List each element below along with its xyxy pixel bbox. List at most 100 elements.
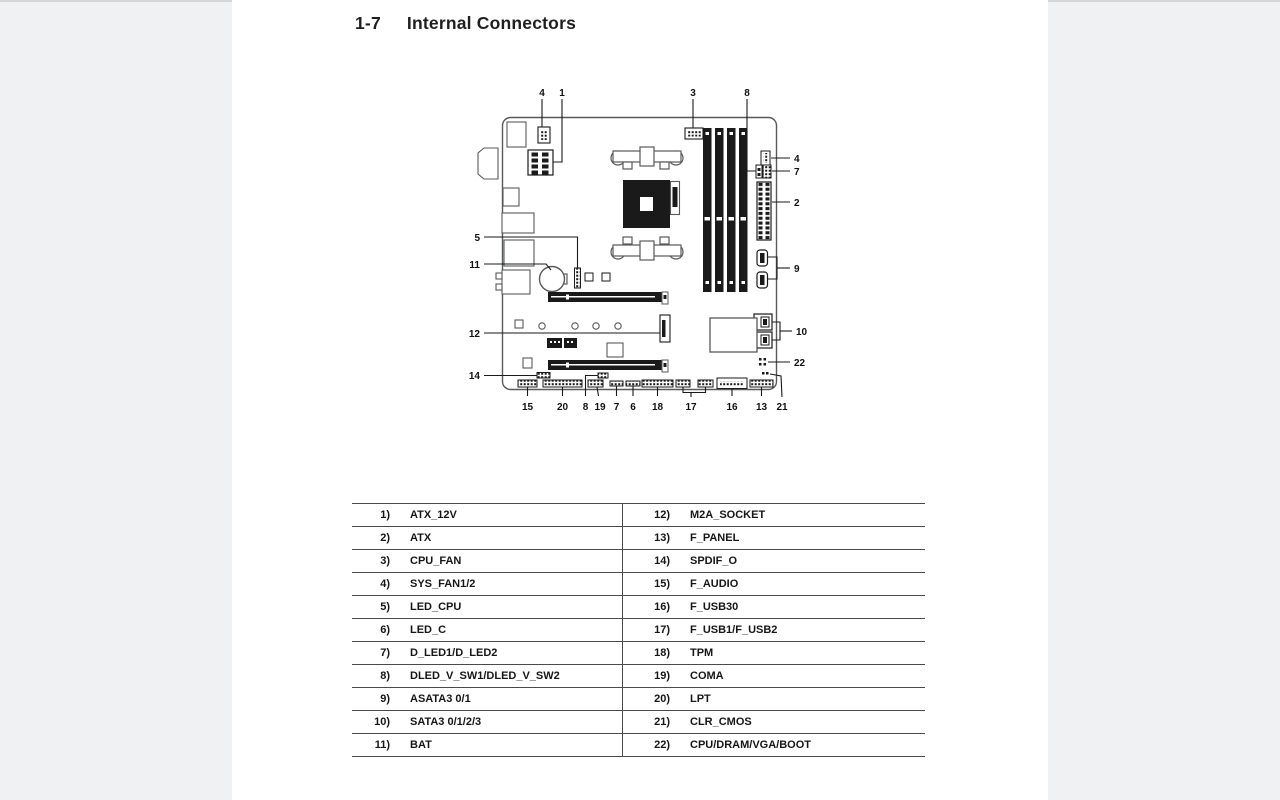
connector-name: LED_C xyxy=(410,624,447,636)
connector-number: 9) xyxy=(380,693,390,705)
clr-cmos-jumper xyxy=(762,372,769,375)
f-panel-header xyxy=(749,379,774,388)
cpu-socket xyxy=(623,180,681,228)
sata3-connectors xyxy=(753,313,773,349)
pcie-slot-1 xyxy=(548,291,669,305)
connector-number: 11) xyxy=(374,739,390,751)
table-row: 8) DLED_V_SW1/DLED_V_SW2 19) COMA xyxy=(352,664,925,687)
m2-standoff-holes xyxy=(514,319,622,330)
d-led-header xyxy=(762,164,772,179)
dled-v-sw-jumper xyxy=(597,372,609,379)
connector-name: LPT xyxy=(690,693,711,705)
connector-number: 18) xyxy=(654,647,670,659)
connector-number: 15) xyxy=(654,578,670,590)
table-row: 3) CPU_FAN 14) SPDIF_O xyxy=(352,549,925,572)
spdif-o-header xyxy=(536,372,551,379)
atx-12v-connector xyxy=(527,149,554,176)
audio-ports xyxy=(501,269,531,295)
connector-name: CPU_FAN xyxy=(410,555,462,567)
connector-number: 1) xyxy=(380,509,390,521)
callout-label: 8 xyxy=(744,88,750,99)
motherboard-diagram-svg: 4 1 3 8 4 7 2 9 10 22 5 11 12 14 15 20 8… xyxy=(469,88,808,413)
callout-label: 14 xyxy=(469,371,481,382)
connector-name: BAT xyxy=(410,739,432,751)
audio-chip xyxy=(522,357,533,369)
callout-label: 2 xyxy=(794,198,800,209)
callout-label: 9 xyxy=(794,264,800,275)
connector-name: CLR_CMOS xyxy=(690,716,752,728)
callout-label: 21 xyxy=(776,402,788,413)
callout-labels: 4 1 3 8 4 7 2 9 10 22 5 11 12 14 15 20 8… xyxy=(469,88,808,413)
connector-number: 13) xyxy=(654,532,670,544)
callout-label: 18 xyxy=(652,402,664,413)
connector-name: DLED_V_SW1/DLED_V_SW2 xyxy=(410,670,560,682)
m2-socket xyxy=(659,314,671,343)
callout-label: 15 xyxy=(522,402,534,413)
pcie-slot-2 xyxy=(548,359,669,373)
table-row: 5) LED_CPU 16) F_USB30 xyxy=(352,595,925,618)
connector-number: 22) xyxy=(654,739,670,751)
f-usb2-header xyxy=(697,379,714,388)
callout-label: 12 xyxy=(469,329,481,340)
connector-number: 19) xyxy=(654,670,670,682)
connector-name: SATA3 0/1/2/3 xyxy=(410,716,482,728)
back-panel-ports xyxy=(477,121,535,295)
f-audio-header xyxy=(517,379,538,388)
callout-label: 5 xyxy=(474,233,480,244)
callout-label: 8 xyxy=(583,402,589,413)
vga-port xyxy=(477,147,499,180)
status-leds xyxy=(759,358,766,366)
connector-number: 7) xyxy=(380,647,390,659)
small-jumpers xyxy=(584,272,611,282)
clock-chip xyxy=(606,342,624,358)
connector-number: 21) xyxy=(654,716,670,728)
connector-name: SPDIF_O xyxy=(690,555,738,567)
connector-name: ATX_12V xyxy=(410,509,457,521)
lpt-header xyxy=(542,379,583,388)
dled-v-switch xyxy=(755,164,763,179)
callout-label: 1 xyxy=(559,88,565,99)
coma-header xyxy=(587,379,604,388)
connector-name: ATX xyxy=(410,532,432,544)
connector-number: 3) xyxy=(380,555,390,567)
connector-number: 20) xyxy=(654,693,670,705)
connector-number: 14) xyxy=(654,555,670,567)
connector-name: COMA xyxy=(690,670,724,682)
connector-name: SYS_FAN1/2 xyxy=(410,578,476,590)
cpu-retention-bracket-top xyxy=(610,146,684,170)
connector-number: 8) xyxy=(380,670,390,682)
chipset xyxy=(709,317,758,353)
table-center-divider xyxy=(622,503,623,757)
callout-label: 10 xyxy=(796,327,808,338)
section-heading: 1-7 Internal Connectors xyxy=(355,13,576,34)
section-number: 1-7 xyxy=(355,13,381,33)
connector-number: 4) xyxy=(380,578,390,590)
f-usb1-header xyxy=(675,379,691,388)
tpm-header xyxy=(641,379,674,388)
callout-label: 4 xyxy=(794,154,800,165)
callout-label: 3 xyxy=(690,88,696,99)
callout-label: 20 xyxy=(557,402,569,413)
connector-name: F_USB30 xyxy=(690,601,739,613)
asata3-connectors xyxy=(756,249,769,289)
led-cpu-header xyxy=(574,267,581,289)
d-led2-header xyxy=(609,380,624,387)
callout-label: 7 xyxy=(794,167,800,178)
led-c-header xyxy=(625,380,641,387)
connector-number: 16) xyxy=(654,601,670,613)
motherboard-diagram: 4 1 3 8 4 7 2 9 10 22 5 11 12 14 15 20 8… xyxy=(460,85,808,430)
callout-label: 19 xyxy=(594,402,606,413)
callout-label: 6 xyxy=(630,402,636,413)
battery xyxy=(538,265,568,293)
connector-name: LED_CPU xyxy=(410,601,462,613)
callout-lines xyxy=(484,99,792,398)
connector-number: 5) xyxy=(380,601,390,613)
